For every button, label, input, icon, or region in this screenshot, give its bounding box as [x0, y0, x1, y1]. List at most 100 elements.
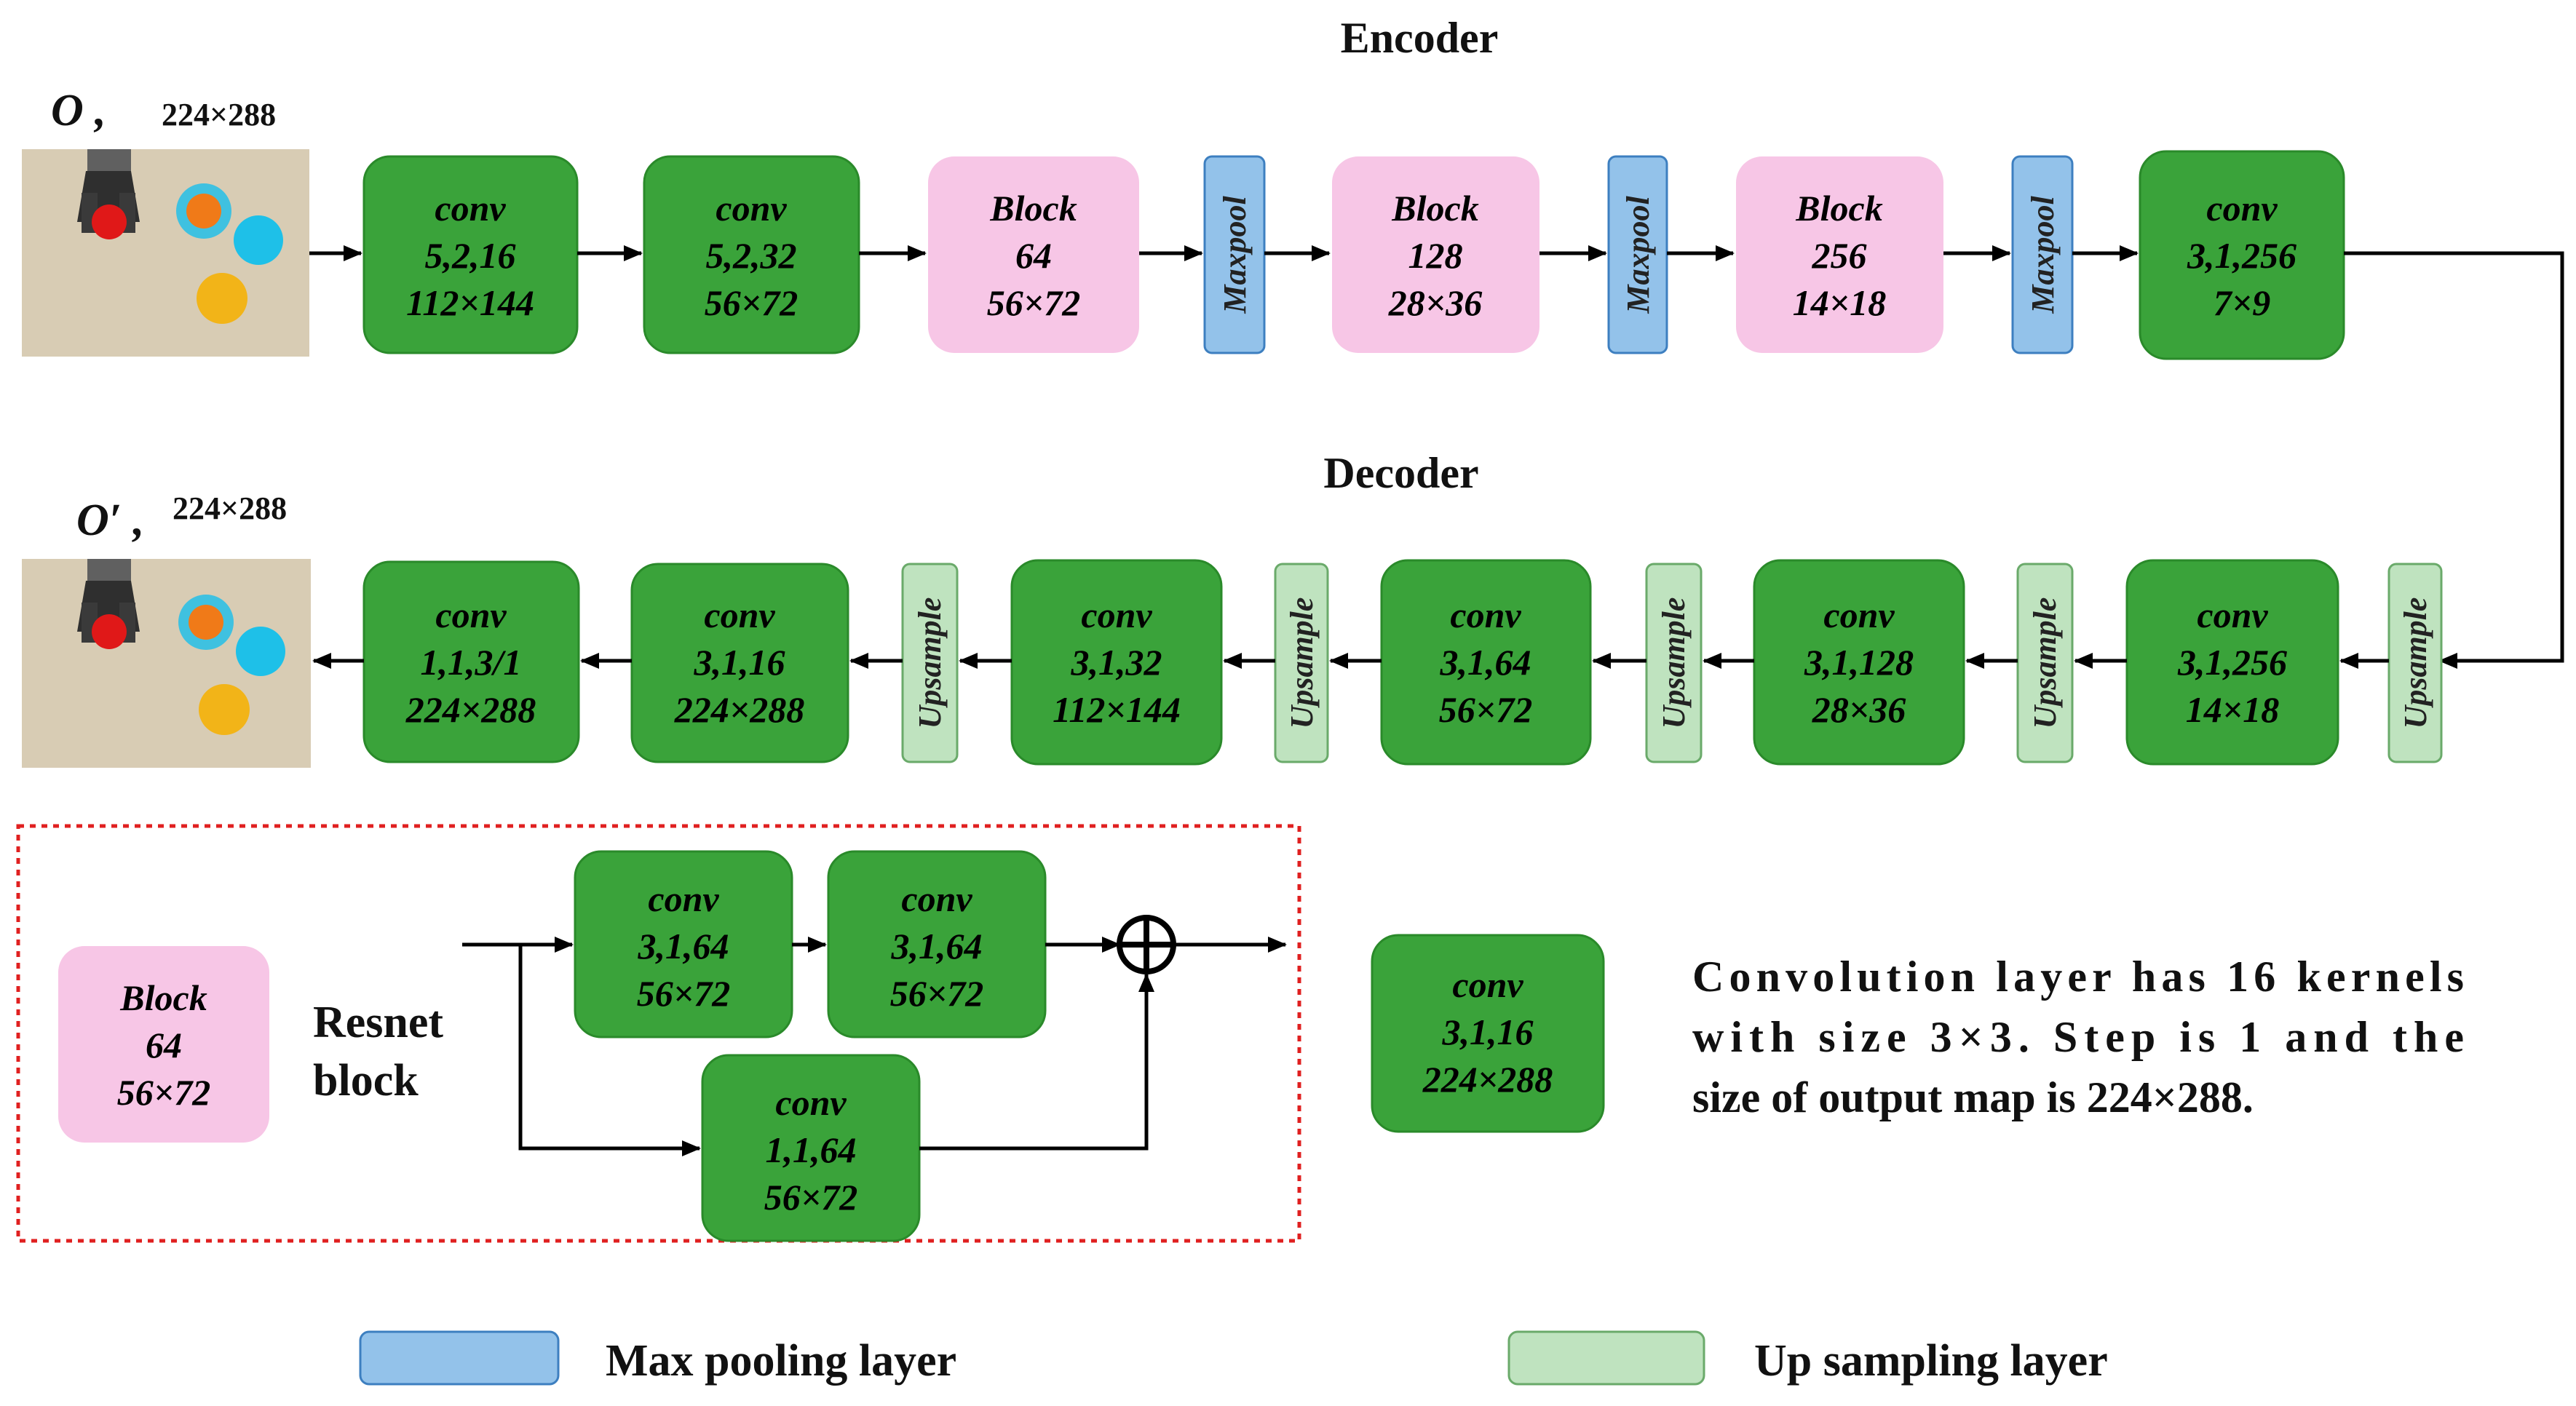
input-label: O , — [51, 86, 106, 135]
svg-text:Maxpool: Maxpool — [1620, 196, 1656, 314]
encoder-maxpool-1: Maxpool — [1203, 155, 1266, 354]
svg-text:14×18: 14×18 — [2186, 689, 2280, 730]
svg-text:56×72: 56×72 — [637, 973, 731, 1014]
legend-upsample-swatch — [1507, 1330, 1705, 1386]
resnet-dashed-frame — [16, 824, 1301, 1243]
decoder-upsample-5: Upsample — [2387, 563, 2443, 763]
output-label: O′ , — [76, 496, 144, 545]
resnet-label-line1: Resnet — [313, 998, 443, 1047]
svg-text:Maxpool: Maxpool — [2025, 196, 2061, 314]
encoder-block-64: Block 64 56×72 — [928, 156, 1139, 353]
svg-text:112×144: 112×144 — [1053, 689, 1181, 730]
decoder-conv-128: conv 3,1,128 28×36 — [1753, 559, 1965, 766]
svg-text:3,1,256: 3,1,256 — [2187, 235, 2296, 276]
example-description-line3: size of output map is 224×288. — [1692, 1073, 2254, 1121]
encoder-maxpool-2: Maxpool — [1607, 155, 1668, 354]
encoder-title: Encoder — [1341, 14, 1499, 62]
svg-text:Upsample: Upsample — [1284, 597, 1320, 729]
example-conv: conv 3,1,16 224×288 — [1371, 934, 1605, 1133]
legend-upsample-label: Up sampling layer — [1754, 1336, 2108, 1386]
encoder-layers: conv 5,2,16 112×144 conv 5,2,32 56×72 Bl… — [362, 150, 2345, 360]
resnet-conv-skip: conv 1,1,64 56×72 — [701, 1054, 921, 1242]
encoder-arrows — [309, 245, 2564, 669]
svg-text:3,1,256: 3,1,256 — [2177, 642, 2287, 683]
svg-text:64: 64 — [1015, 235, 1052, 276]
svg-text:conv: conv — [1081, 595, 1152, 635]
svg-text:5,2,16: 5,2,16 — [425, 235, 516, 276]
svg-text:28×36: 28×36 — [1388, 282, 1483, 323]
svg-text:conv: conv — [1450, 595, 1521, 635]
encoder-conv-1: conv 5,2,16 112×144 — [362, 155, 579, 354]
example-description-line1: Convolution layer has 16 kernels — [1692, 953, 2464, 1001]
legend: Max pooling layer Up sampling layer — [359, 1330, 2108, 1386]
svg-text:14×18: 14×18 — [1793, 282, 1887, 323]
svg-text:conv: conv — [435, 188, 506, 229]
svg-text:Block: Block — [989, 188, 1077, 229]
svg-text:56×72: 56×72 — [117, 1072, 211, 1113]
svg-text:Upsample: Upsample — [2398, 597, 2433, 729]
encoder-block-256: Block 256 14×18 — [1736, 156, 1943, 353]
input-image — [22, 149, 309, 357]
svg-text:conv: conv — [1823, 595, 1895, 635]
svg-text:Upsample: Upsample — [912, 597, 948, 729]
svg-text:128: 128 — [1408, 235, 1463, 276]
svg-text:56×72: 56×72 — [705, 282, 798, 323]
output-image — [22, 559, 311, 768]
resnet-conv-b: conv 3,1,64 56×72 — [827, 850, 1047, 1038]
svg-text:conv: conv — [2206, 188, 2278, 229]
svg-text:224×288: 224×288 — [405, 689, 536, 730]
svg-text:3,1,16: 3,1,16 — [1442, 1012, 1534, 1052]
svg-text:7×9: 7×9 — [2214, 282, 2271, 323]
output-size: 224×288 — [173, 490, 287, 526]
svg-text:conv: conv — [901, 878, 972, 919]
svg-text:64: 64 — [146, 1025, 182, 1065]
svg-text:3,1,64: 3,1,64 — [638, 926, 729, 966]
input-size: 224×288 — [162, 97, 276, 132]
svg-text:Maxpool: Maxpool — [1217, 196, 1253, 314]
encoder-conv-2: conv 5,2,32 56×72 — [643, 155, 860, 354]
encoder-conv-bottleneck: conv 3,1,256 7×9 — [2139, 150, 2345, 360]
svg-text:56×72: 56×72 — [764, 1177, 858, 1218]
decoder-layers: conv 1,1,3/1 224×288 conv 3,1,16 224×288… — [362, 559, 2443, 766]
svg-text:Block: Block — [1391, 188, 1478, 229]
svg-text:conv: conv — [648, 878, 719, 919]
svg-text:56×72: 56×72 — [987, 282, 1081, 323]
circle-plus-icon — [1117, 915, 1176, 974]
decoder-conv-output: conv 1,1,3/1 224×288 — [362, 560, 580, 763]
svg-text:Upsample: Upsample — [2027, 597, 2063, 729]
resnet-label-line2: block — [313, 1056, 419, 1105]
svg-text:conv: conv — [435, 595, 507, 635]
decoder-title: Decoder — [1323, 449, 1478, 497]
svg-text:5,2,32: 5,2,32 — [706, 235, 797, 276]
decoder-conv-16: conv 3,1,16 224×288 — [630, 563, 849, 763]
svg-text:256: 256 — [1812, 235, 1867, 276]
svg-text:3,1,32: 3,1,32 — [1071, 642, 1162, 683]
svg-text:1,1,64: 1,1,64 — [766, 1129, 857, 1170]
legend-maxpool-swatch — [359, 1330, 560, 1386]
resnet-block-example: Block 64 56×72 — [58, 946, 269, 1143]
decoder-conv-32: conv 3,1,32 112×144 — [1010, 559, 1223, 766]
decoder-conv-256: conv 3,1,256 14×18 — [2125, 559, 2339, 766]
svg-text:Upsample: Upsample — [1656, 597, 1692, 729]
svg-text:28×36: 28×36 — [1812, 689, 1906, 730]
decoder-conv-64: conv 3,1,64 56×72 — [1380, 559, 1592, 766]
svg-text:3,1,64: 3,1,64 — [891, 926, 983, 966]
decoder-upsample-4: Upsample — [2016, 563, 2074, 763]
svg-text:56×72: 56×72 — [1439, 689, 1533, 730]
svg-text:3,1,128: 3,1,128 — [1804, 642, 1914, 683]
resnet-arrows — [462, 937, 1287, 1156]
svg-text:conv: conv — [704, 595, 775, 635]
encoder-maxpool-3: Maxpool — [2011, 155, 2074, 354]
svg-text:56×72: 56×72 — [890, 973, 984, 1014]
svg-text:224×288: 224×288 — [1422, 1059, 1553, 1100]
svg-text:112×144: 112×144 — [406, 282, 534, 323]
svg-text:conv: conv — [716, 188, 787, 229]
svg-text:Block: Block — [119, 977, 207, 1018]
resnet-conv-a: conv 3,1,64 56×72 — [574, 850, 793, 1038]
svg-text:3,1,64: 3,1,64 — [1440, 642, 1531, 683]
svg-text:224×288: 224×288 — [674, 689, 805, 730]
svg-text:Block: Block — [1795, 188, 1882, 229]
svg-text:conv: conv — [2197, 595, 2268, 635]
svg-text:3,1,16: 3,1,16 — [694, 642, 785, 683]
